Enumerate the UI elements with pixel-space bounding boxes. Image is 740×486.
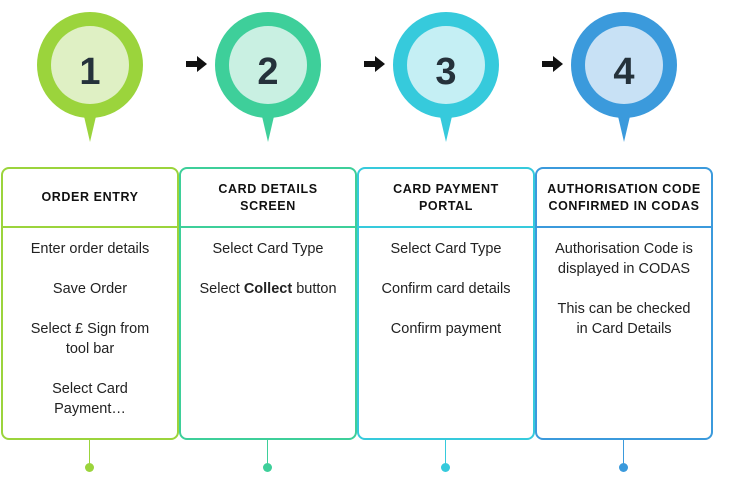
- step-title: CARD PAYMENT PORTAL: [393, 181, 499, 213]
- step-number: 2: [257, 51, 279, 93]
- step-item-text: Confirm payment: [390, 321, 502, 337]
- step-number-pin: 4: [571, 12, 677, 142]
- step-number: 3: [435, 51, 457, 93]
- map-pin-icon: [393, 12, 499, 142]
- step-item: Select Card Payment…: [20, 379, 160, 419]
- step-card-details-screen: 2 CARD DETAILS SCREEN Select Card Type S…: [178, 0, 358, 486]
- step-item: Select Card Type: [376, 239, 516, 259]
- step-card: CARD PAYMENT PORTAL Select Card Type Con…: [357, 167, 535, 440]
- connector-stem: [445, 438, 446, 464]
- step-item-bold-text: Collect: [243, 281, 293, 297]
- step-card-payment-portal: 3 CARD PAYMENT PORTAL Select Card Type C…: [356, 0, 536, 486]
- step-item-text: Select Card Type: [212, 241, 324, 257]
- step-card-header: AUTHORISATION CODE CONFIRMED IN CODAS: [537, 169, 711, 228]
- step-item-text: Authorisation Code is displayed in CODAS: [555, 241, 693, 277]
- step-card-body: Select Card Type Select Collect button: [181, 239, 355, 436]
- step-item-text: Select: [199, 281, 244, 297]
- step-authorisation-code-confirmed: 4 AUTHORISATION CODE CONFIRMED IN CODAS …: [534, 0, 714, 486]
- step-order-entry: 1 ORDER ENTRY Enter order details Save O…: [0, 0, 180, 486]
- step-item-text: Select £ Sign from tool bar: [30, 321, 150, 357]
- arrow-right-icon: [542, 56, 563, 72]
- step-item: Authorisation Code is displayed in CODAS: [554, 239, 694, 279]
- step-item: This can be checked in Card Details: [554, 299, 694, 339]
- step-item-text: Select Card Type: [390, 241, 502, 257]
- step-card-header: CARD DETAILS SCREEN: [181, 169, 355, 228]
- step-number-pin: 3: [393, 12, 499, 142]
- step-card-header: ORDER ENTRY: [3, 169, 177, 228]
- arrow-right-icon: [186, 56, 207, 72]
- step-number: 4: [613, 51, 635, 93]
- step-number-pin: 1: [37, 12, 143, 142]
- step-item-text: Enter order details: [30, 241, 150, 257]
- step-card-body: Authorisation Code is displayed in CODAS…: [537, 239, 711, 436]
- connector-dot: [619, 463, 628, 472]
- map-pin-icon: [571, 12, 677, 142]
- step-title: AUTHORISATION CODE CONFIRMED IN CODAS: [547, 181, 701, 213]
- connector-dot: [263, 463, 272, 472]
- step-item-text: button: [292, 281, 337, 297]
- step-item-text: Confirm card details: [381, 281, 511, 297]
- step-card-body: Enter order details Save Order Select £ …: [3, 239, 177, 436]
- step-item: Select £ Sign from tool bar: [20, 319, 160, 359]
- step-item: Select Card Type: [198, 239, 338, 259]
- step-item: Enter order details: [20, 239, 160, 259]
- step-card-body: Select Card Type Confirm card details Co…: [359, 239, 533, 436]
- step-number-pin: 2: [215, 12, 321, 142]
- map-pin-icon: [37, 12, 143, 142]
- connector-dot: [441, 463, 450, 472]
- step-item-text: Save Order: [52, 281, 128, 297]
- connector-stem: [623, 438, 624, 464]
- step-title: ORDER ENTRY: [41, 190, 139, 204]
- step-item: Confirm payment: [376, 319, 516, 339]
- connector-stem: [267, 438, 268, 464]
- step-card: AUTHORISATION CODE CONFIRMED IN CODAS Au…: [535, 167, 713, 440]
- step-item: Select Collect button: [198, 279, 338, 299]
- connector-dot: [85, 463, 94, 472]
- map-pin-icon: [215, 12, 321, 142]
- step-number: 1: [79, 51, 101, 93]
- step-card: ORDER ENTRY Enter order details Save Ord…: [1, 167, 179, 440]
- step-item-text: This can be checked in Card Details: [557, 301, 691, 337]
- step-card: CARD DETAILS SCREEN Select Card Type Sel…: [179, 167, 357, 440]
- arrow-right-icon: [364, 56, 385, 72]
- step-card-header: CARD PAYMENT PORTAL: [359, 169, 533, 228]
- step-item-text: Select Card Payment…: [52, 381, 128, 417]
- step-item: Confirm card details: [376, 279, 516, 299]
- step-title: CARD DETAILS SCREEN: [218, 181, 318, 213]
- connector-stem: [89, 438, 90, 464]
- step-item: Save Order: [20, 279, 160, 299]
